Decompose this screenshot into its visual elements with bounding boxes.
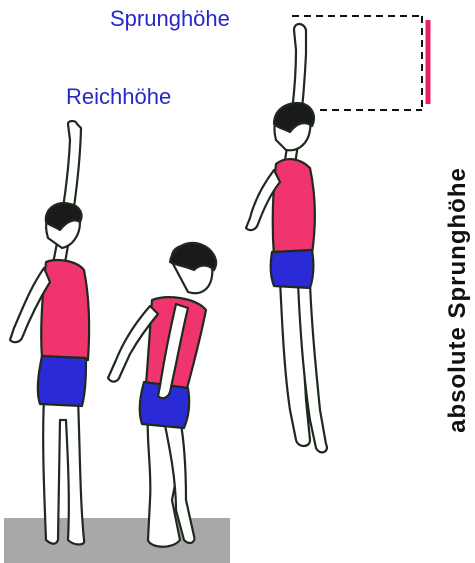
floor-mat xyxy=(4,518,230,563)
figure-jump-peak xyxy=(246,24,327,452)
label-absolute-jump-height: absolute Sprunghöhe xyxy=(444,167,472,433)
label-reach-height: Reichhöhe xyxy=(66,84,171,110)
label-jump-height: Sprunghöhe xyxy=(110,6,230,32)
figure-standing-reach xyxy=(10,121,89,545)
figure-crouch xyxy=(108,243,216,547)
jump-height-box xyxy=(292,16,422,110)
